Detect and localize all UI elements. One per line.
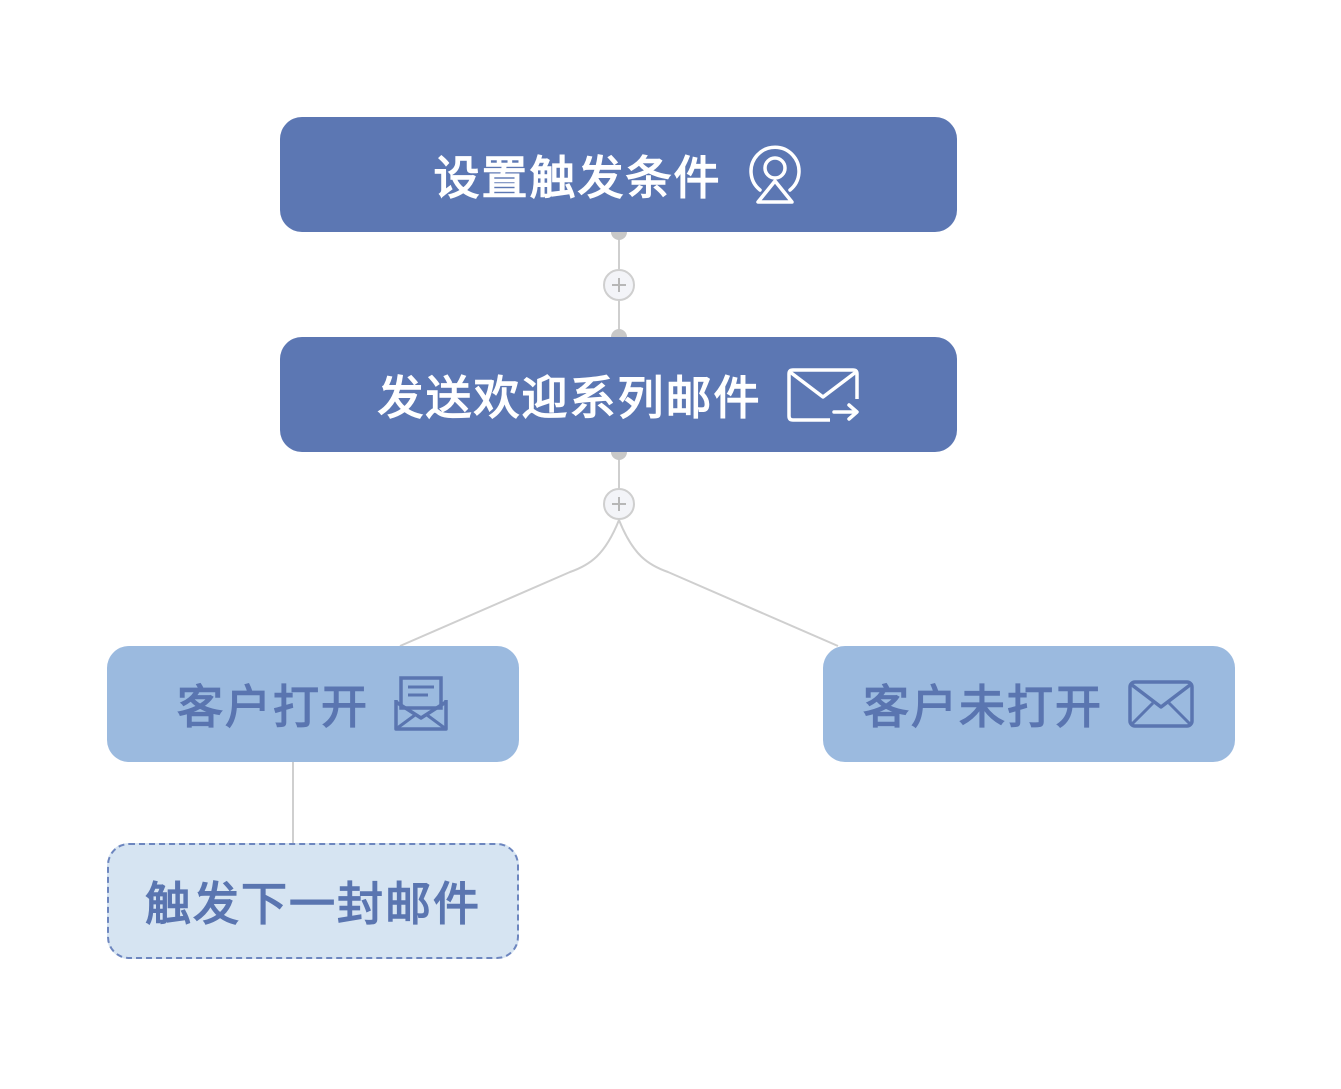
add-step-button[interactable] bbox=[603, 488, 635, 520]
connector-branch-not-opened bbox=[618, 519, 839, 647]
send-email-node[interactable]: 发送欢迎系列邮件 bbox=[280, 337, 957, 452]
send-email-node-label: 发送欢迎系列邮件 bbox=[377, 370, 762, 425]
trigger-next-email-node-label: 触发下一封邮件 bbox=[145, 877, 481, 931]
customer-not-opened-node[interactable]: 客户未打开 bbox=[823, 646, 1235, 762]
trigger-node[interactable]: 设置触发条件 bbox=[280, 117, 957, 232]
connector-branch-opened bbox=[399, 519, 620, 647]
trigger-next-email-node[interactable]: 触发下一封邮件 bbox=[107, 843, 519, 959]
mail-opened-icon bbox=[394, 676, 448, 731]
add-step-button[interactable] bbox=[603, 269, 635, 301]
customer-opened-node-label: 客户打开 bbox=[177, 680, 369, 734]
mail-closed-icon bbox=[1128, 680, 1194, 728]
trigger-node-label: 设置触发条件 bbox=[433, 150, 722, 205]
customer-not-opened-node-label: 客户未打开 bbox=[863, 680, 1103, 734]
trigger-signal-icon bbox=[748, 145, 801, 204]
customer-opened-node[interactable]: 客户打开 bbox=[107, 646, 519, 762]
mail-send-icon bbox=[786, 367, 859, 422]
